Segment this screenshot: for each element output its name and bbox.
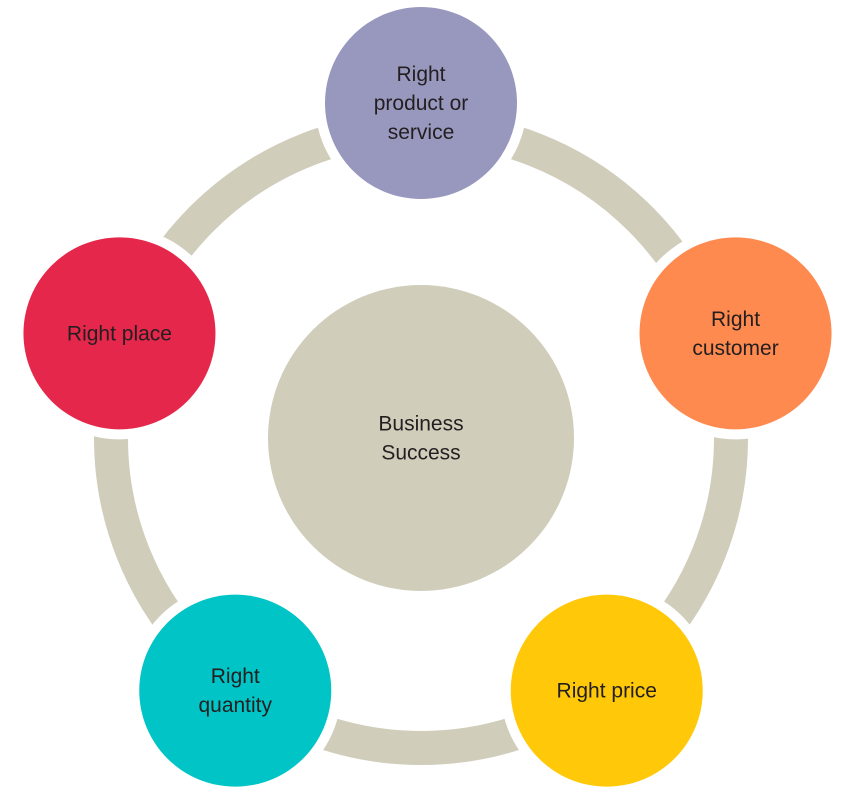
- node-circle: [139, 594, 332, 787]
- label-line: Success: [381, 442, 460, 465]
- node-place: Right place: [13, 227, 226, 440]
- label-line: Right place: [67, 322, 172, 345]
- label-line: quantity: [198, 694, 272, 717]
- node-label: Right quantity: [198, 665, 272, 717]
- node-circle: [639, 237, 832, 430]
- node-quantity: Right quantity: [129, 584, 342, 797]
- node-label: Right product or service: [374, 63, 469, 144]
- label-line: Right: [711, 308, 760, 331]
- node-product: Right product or service: [315, 0, 527, 209]
- label-line: Right price: [557, 680, 657, 703]
- center-circle: [268, 285, 574, 591]
- label-line: customer: [692, 337, 778, 360]
- node-circle: [510, 594, 703, 787]
- node-circle: [23, 237, 216, 430]
- label-line: Right: [211, 665, 260, 688]
- node-label: Right place: [67, 322, 172, 345]
- node-customer: Right customer: [629, 227, 841, 440]
- node-circle: [325, 7, 517, 199]
- node-price: Right price: [500, 584, 713, 797]
- label-line: service: [388, 121, 455, 144]
- label-line: Business: [378, 413, 463, 436]
- label-line: product or: [374, 92, 469, 115]
- node-label: Right price: [557, 680, 657, 703]
- label-line: Right: [396, 63, 445, 86]
- node-label: Right customer: [692, 308, 778, 360]
